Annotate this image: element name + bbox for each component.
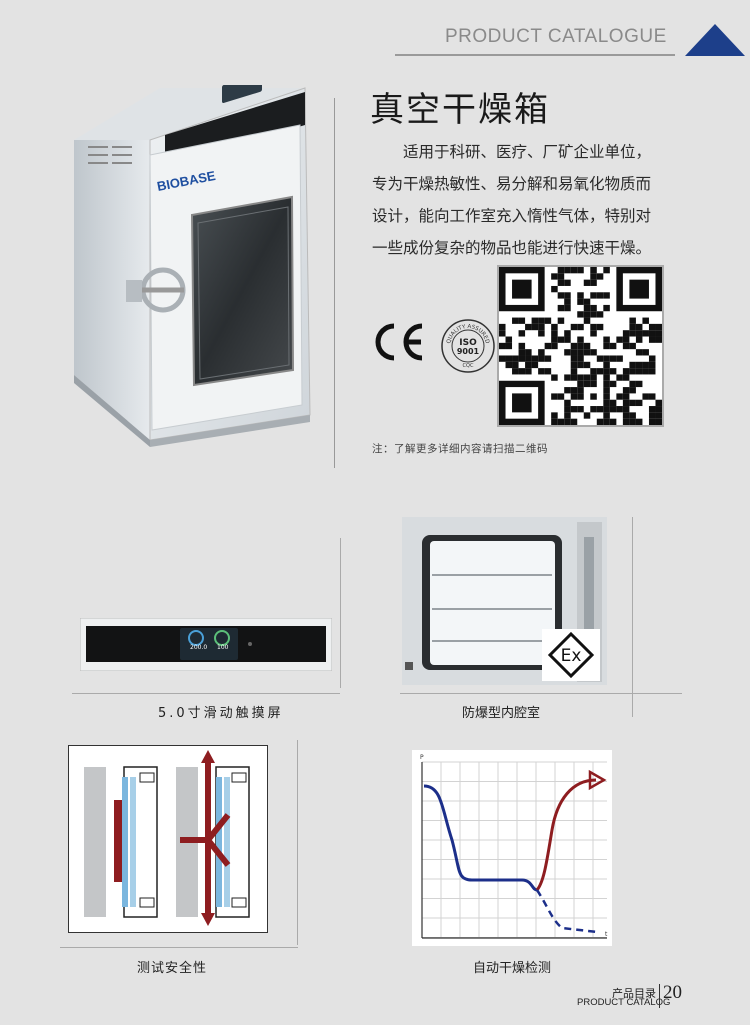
auto-drying-chart: P t [412,750,612,946]
divider [60,947,298,948]
x-axis-label: t [605,931,608,938]
display-left: 200.0 [190,644,207,651]
caption-chamber: 防爆型内腔室 [462,706,541,721]
description-line: 适用于科研、医疗、厂矿企业单位， [403,143,652,161]
description-line: 设计，能向工作室充入惰性气体，特别对 [372,207,652,225]
footer-cn: 产品目录 [612,987,656,1000]
caption-safety: 测试安全性 [137,961,208,976]
page-number: 20 [663,982,682,1003]
y-axis-label: P [420,754,424,761]
pressure-curve-dashed [535,889,598,934]
pressure-curve-blue [423,784,538,892]
footer-divider [659,984,660,1008]
header-rule [395,54,675,56]
description-line: 一些成份复杂的物品也能进行快速干燥。 [372,239,652,257]
footer-en: PRODUCT CATALOG [577,997,671,1008]
description-line: 专为干燥热敏性、易分解和易氧化物质而 [372,175,652,193]
vacuum-oven-photo: BIOBASE [60,73,335,470]
divider [297,740,298,945]
header-triangle-icon [685,24,745,56]
display-right: 100 [217,644,229,651]
svg-text:9001: 9001 [457,347,480,356]
divider [632,517,633,717]
pressure-curve-red [535,778,597,891]
qr-note: 注：了解更多详细内容请扫描二维码 [372,443,548,455]
svg-text:ISO: ISO [459,338,477,348]
divider [72,693,340,694]
caption-auto-drying: 自动干燥检测 [473,961,552,976]
qr-code[interactable] [497,265,664,427]
divider [340,538,341,688]
iso-9001-seal-icon: QUALITY ASSURED FIRM ISO 9001 CQC [438,314,496,378]
product-title: 真空干燥箱 [370,90,550,130]
safety-test-diagram [67,744,269,934]
ex-badge-icon: Ex [561,646,582,666]
divider [334,98,335,468]
catalogue-header-title: PRODUCT CATALOGUE [445,26,667,47]
arrow-head-icon [588,769,607,791]
svg-text:CQC: CQC [463,363,474,369]
product-description: 适用于科研、医疗、厂矿企业单位， 专为干燥热敏性、易分解和易氧化物质而 设计，能… [372,136,687,264]
divider [400,693,682,694]
caption-touchscreen: 5.0寸滑动触摸屏 [158,706,284,721]
explosion-proof-chamber-photo: Ex [402,517,607,685]
ce-mark-icon [372,320,430,368]
touchscreen-panel-photo: 200.0 100 [79,617,333,672]
